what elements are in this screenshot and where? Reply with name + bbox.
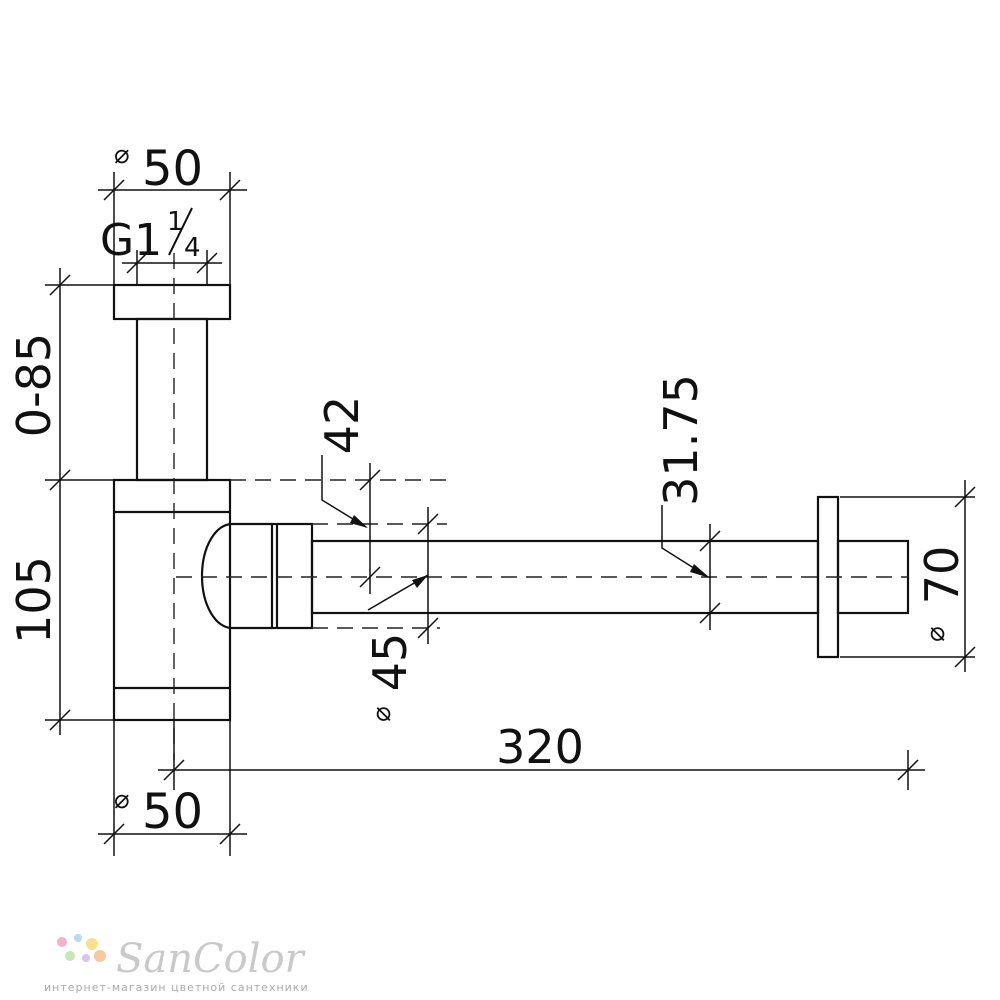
center-lines [173,253,908,760]
dim-thread-den: 4 [184,233,201,263]
vertical-tube [135,317,209,482]
arrowheads [350,515,710,588]
arrow-42 [350,515,368,528]
dimension-texts: ⌀ 50 G1 1 4 0-85 105 42 45 ⌀ 31.75 70 ⌀ … [7,140,969,840]
fraction-slash [168,207,193,256]
dim-length: 320 [496,720,584,774]
diameter-symbol-top: ⌀ [114,140,130,170]
elbow [200,522,272,630]
logo-dot [82,954,90,962]
arrow-31-75 [690,564,710,578]
dimension-lines [45,172,976,856]
logo: SanColor интернет-магазин цветной сантех… [44,934,309,994]
logo-dot [65,951,75,961]
dim-bottom-diameter: 50 [142,784,203,840]
dim-rosette-diameter: 70 [915,546,969,605]
arrow-45 [412,575,428,588]
dim-body-height: 105 [7,556,61,644]
top-flange [112,283,232,321]
dim-top-diameter: 50 [142,141,203,197]
logo-name: SanColor [116,936,307,982]
dim-inner-diameter: 45 [363,633,417,692]
dim-thread: G1 [100,215,162,266]
dim-height-adjust: 0-85 [7,333,61,437]
dim-thread-num: 1 [167,207,184,237]
logo-dot [74,934,82,942]
diameter-symbol-bottom: ⌀ [114,785,130,815]
logo-dot [86,938,98,950]
trap-body [112,478,232,722]
logo-dots [57,934,106,962]
diameter-symbol-70: ⌀ [921,626,951,642]
logo-dot [57,937,67,947]
diameter-symbol-45: ⌀ [367,706,397,722]
part-outline [112,283,910,722]
logo-tagline: интернет-магазин цветной сантехники [44,981,309,994]
wall-pipe-end [836,539,910,615]
dim-pipe-diameter: 31.75 [654,374,708,506]
dim-outlet-diameter: 42 [315,396,369,455]
logo-dot [94,950,106,962]
